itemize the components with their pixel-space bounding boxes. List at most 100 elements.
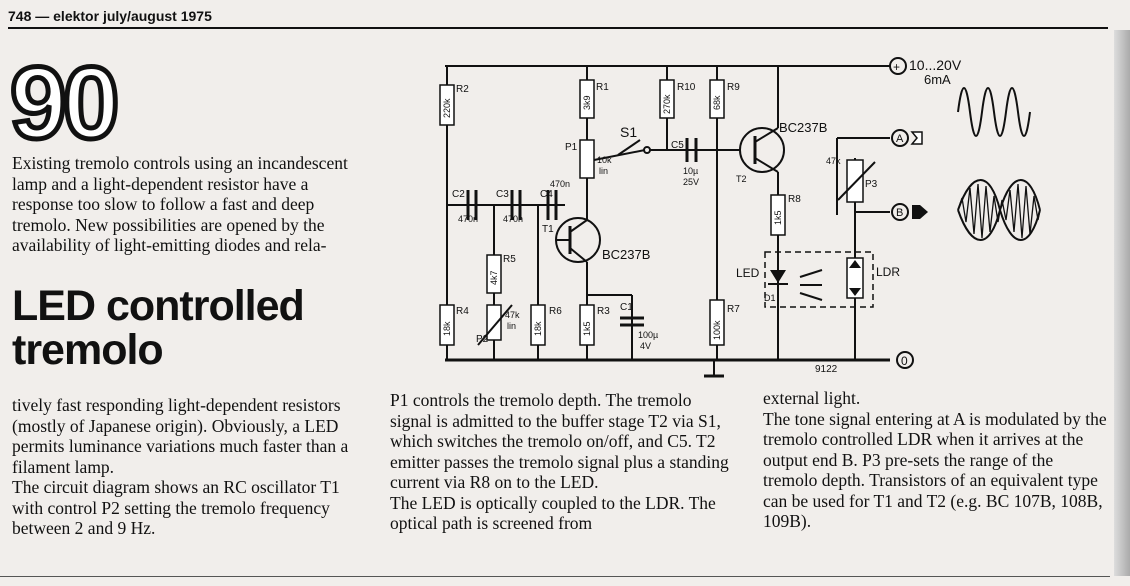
svg-text:1k5: 1k5 [582, 321, 592, 336]
terminal-b [891, 203, 909, 221]
resistor-r5 [486, 254, 502, 294]
svg-text:P2: P2 [476, 334, 489, 345]
resistor-r10 [659, 79, 675, 119]
col3-paragraph-2: The tone signal entering at A is modulat… [763, 408, 1107, 532]
svg-text:R2: R2 [456, 84, 469, 95]
potentiometer-p1 [579, 139, 595, 179]
svg-text:R10: R10 [677, 82, 696, 93]
svg-text:10µ: 10µ [683, 166, 698, 176]
title-line-1: LED controlled [12, 282, 305, 330]
supply-terminal [889, 57, 907, 75]
svg-text:R8: R8 [788, 194, 801, 205]
resistor-r9 [709, 79, 725, 119]
svg-text:18k: 18k [533, 321, 543, 336]
svg-text:R7: R7 [727, 304, 740, 315]
ground-terminal [896, 351, 914, 369]
svg-text:10k: 10k [597, 155, 612, 165]
switch-s1 [617, 139, 641, 156]
svg-text:P3: P3 [865, 179, 878, 190]
svg-text:100k: 100k [712, 320, 722, 340]
resistor-r2 [439, 84, 455, 126]
svg-text:3k9: 3k9 [582, 95, 592, 110]
intro-paragraph: Existing tremolo controls using an incan… [12, 153, 348, 255]
resistor-r8 [770, 194, 786, 236]
terminal-a [891, 129, 909, 147]
svg-text:R6: R6 [549, 306, 562, 317]
svg-text:lin: lin [507, 321, 516, 331]
text-column-1: tively fast responding light-dependent r… [12, 395, 362, 539]
svg-text:C5: C5 [671, 140, 684, 151]
potentiometer-p3 [846, 159, 864, 203]
col1-paragraph-1: tively fast responding light-dependent r… [12, 395, 349, 477]
input-arrow-icon [910, 131, 923, 145]
svg-text:68k: 68k [712, 95, 722, 110]
col3-paragraph-1: external light. [763, 388, 861, 408]
svg-text:C1: C1 [620, 302, 633, 313]
svg-text:S1: S1 [620, 124, 637, 140]
svg-text:P1: P1 [565, 142, 578, 153]
col2-paragraph-1: P1 controls the tremolo depth. The tremo… [390, 390, 729, 492]
supply-current: 6mA [924, 72, 951, 87]
svg-text:4k7: 4k7 [489, 270, 499, 285]
page-header: 748 — elektor july/august 1975 [8, 8, 212, 24]
text-column-2: P1 controls the tremolo depth. The tremo… [390, 390, 735, 534]
svg-text:470n: 470n [550, 179, 570, 189]
svg-text:D1: D1 [764, 293, 776, 303]
svg-text:R4: R4 [456, 306, 469, 317]
footer-rule [0, 576, 1110, 577]
resistor-r7 [709, 299, 725, 346]
optocoupler-screen [764, 251, 874, 308]
svg-text:R5: R5 [503, 254, 516, 265]
svg-text:R3: R3 [597, 306, 610, 317]
header-rule [8, 27, 1108, 29]
t2-type: BC237B [779, 120, 827, 135]
svg-text:R1: R1 [596, 82, 609, 93]
ground-zero: 0 [901, 354, 908, 368]
supply-voltage: 10...20V [909, 57, 962, 73]
svg-text:R9: R9 [727, 82, 740, 93]
article-title: LED controlled tremolo [12, 282, 305, 374]
svg-text:220k: 220k [442, 98, 452, 118]
svg-text:270k: 270k [662, 94, 672, 114]
resistor-r6 [530, 304, 546, 346]
modulated-waveform [957, 183, 1041, 239]
resistor-r1 [579, 79, 595, 119]
page-edge-shadow [1114, 30, 1130, 576]
col1-paragraph-2: The circuit diagram shows an RC oscillat… [12, 477, 340, 538]
svg-text:A: A [896, 133, 904, 145]
col2-paragraph-2: The LED is optically coupled to the LDR.… [390, 492, 716, 534]
svg-text:LDR: LDR [876, 265, 900, 279]
potentiometer-p2 [486, 304, 502, 341]
svg-text:C3: C3 [496, 189, 509, 200]
svg-text:lin: lin [599, 166, 608, 176]
svg-text:47k: 47k [505, 310, 520, 320]
svg-text:LED: LED [736, 266, 760, 280]
article-number: 90 [7, 46, 122, 160]
svg-text:4V: 4V [640, 341, 651, 351]
svg-text:470n: 470n [503, 214, 523, 224]
svg-text:T1: T1 [542, 224, 554, 235]
svg-text:47k: 47k [826, 156, 841, 166]
svg-text:470n: 470n [458, 214, 478, 224]
led-d1 [770, 270, 786, 283]
svg-text:1k5: 1k5 [773, 210, 783, 225]
svg-text:T2: T2 [736, 174, 747, 184]
svg-text:C4: C4 [540, 189, 553, 200]
text-column-3: external light. The tone signal entering… [763, 388, 1108, 532]
svg-text:25V: 25V [683, 177, 699, 187]
intro-text: Existing tremolo controls using an incan… [12, 153, 357, 256]
input-waveform [957, 87, 1031, 137]
svg-text:18k: 18k [442, 321, 452, 336]
resistor-r4 [439, 304, 455, 346]
title-line-2: tremolo [12, 326, 164, 374]
svg-text:C2: C2 [452, 189, 465, 200]
svg-text:B: B [896, 207, 903, 219]
transistor-t2 [739, 127, 785, 173]
output-arrow-icon [912, 205, 928, 219]
drawing-number: 9122 [815, 364, 838, 375]
resistor-r3 [579, 304, 595, 346]
svg-text:100µ: 100µ [638, 330, 658, 340]
supply-plus: + [893, 60, 900, 74]
t1-type: BC237B [602, 247, 650, 262]
